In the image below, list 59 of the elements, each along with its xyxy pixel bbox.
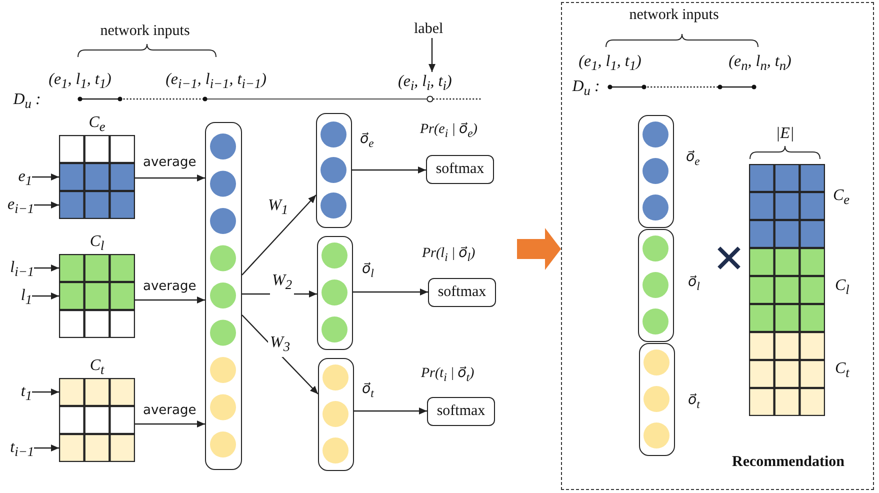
arrow [354, 408, 427, 414]
arrow [353, 288, 428, 296]
softmax-box: softmax [428, 278, 496, 307]
tuple-label: (e$_{1}$, l$_{1}$, t$_{1}$) [48, 70, 112, 94]
annotation-text: network inputs [628, 6, 720, 24]
input-symbol: e$_{1}$ [4, 167, 32, 187]
vector-label: o⃗$_{l}$ [688, 274, 700, 295]
arrow [32, 292, 59, 300]
vector-column [638, 229, 674, 342]
input-symbol: t$_{1}$ [6, 382, 32, 402]
arrow [135, 174, 205, 182]
vector-column [317, 236, 353, 350]
vector-label: o⃗$_{t}$ [362, 381, 374, 402]
matrix-label: C$_{t}$ [88, 356, 106, 378]
vector-column [638, 115, 674, 228]
arrow [352, 166, 426, 174]
input-symbol: e$_{i−1}$ [0, 195, 34, 215]
block-arrow [517, 228, 561, 270]
softmax-box: softmax [427, 397, 495, 426]
arrow [34, 202, 59, 208]
probability-label: Pr(t$_{i}$ | o⃗$_{t}$) [421, 365, 474, 386]
tuple-label: (e$_{i}$, l$_{i}$, t$_{i}$) [398, 72, 472, 94]
vector-column [639, 343, 675, 456]
vector-column [318, 358, 354, 471]
arrow [242, 194, 316, 276]
tuple-label: (e$_{n}$, l$_{n}$, t$_{n}$) [728, 52, 792, 76]
probability-label: Pr(e$_{i}$ | o⃗$_{e}$) [420, 121, 478, 142]
sequence-label: D$_{u}$ : [571, 77, 601, 100]
annotation-text: label [414, 20, 450, 38]
set-size-label: |E| [774, 124, 796, 144]
vector-column [205, 122, 242, 470]
matrix-label: C$_{l}$ [835, 276, 850, 300]
matrix-label: C$_{e}$ [833, 186, 850, 210]
dashed-panel [561, 2, 874, 490]
input-symbol: t$_{i−1}$ [0, 438, 34, 458]
vector-label: o⃗$_{e}$ [686, 149, 700, 170]
sequence-label: D$_{u}$ : [12, 90, 42, 114]
arrow [34, 444, 59, 452]
vector-label: o⃗$_{l}$ [362, 261, 374, 282]
arrow [135, 420, 205, 428]
tuple-label: (e$_{1}$, l$_{1}$, t$_{1}$) [578, 52, 642, 76]
matrix-label: C$_{l}$ [88, 232, 106, 254]
arrow [32, 388, 59, 396]
softmax-box: softmax [426, 155, 494, 184]
arrow [428, 38, 436, 72]
matrix-label: C$_{e}$ [88, 113, 106, 135]
arrow [32, 174, 59, 180]
input-symbol: l$_{1}$ [6, 286, 32, 306]
arrow [135, 296, 205, 304]
input-symbol: l$_{i−1}$ [0, 258, 34, 278]
panel-title: Recommendation [732, 453, 844, 471]
vector-label: o⃗$_{t}$ [688, 392, 700, 413]
probability-label: Pr(l$_{i}$ | o⃗$_{l}$) [422, 245, 476, 266]
tuple-label: (e$_{i−1}$, l$_{i−1}$, t$_{i−1}$) [164, 70, 268, 94]
annotation-text: network inputs [99, 22, 191, 40]
arrow [34, 264, 59, 272]
vector-label: o⃗$_{e}$ [360, 131, 374, 152]
matrix-label: C$_{t}$ [835, 359, 850, 382]
vector-column [316, 113, 352, 228]
